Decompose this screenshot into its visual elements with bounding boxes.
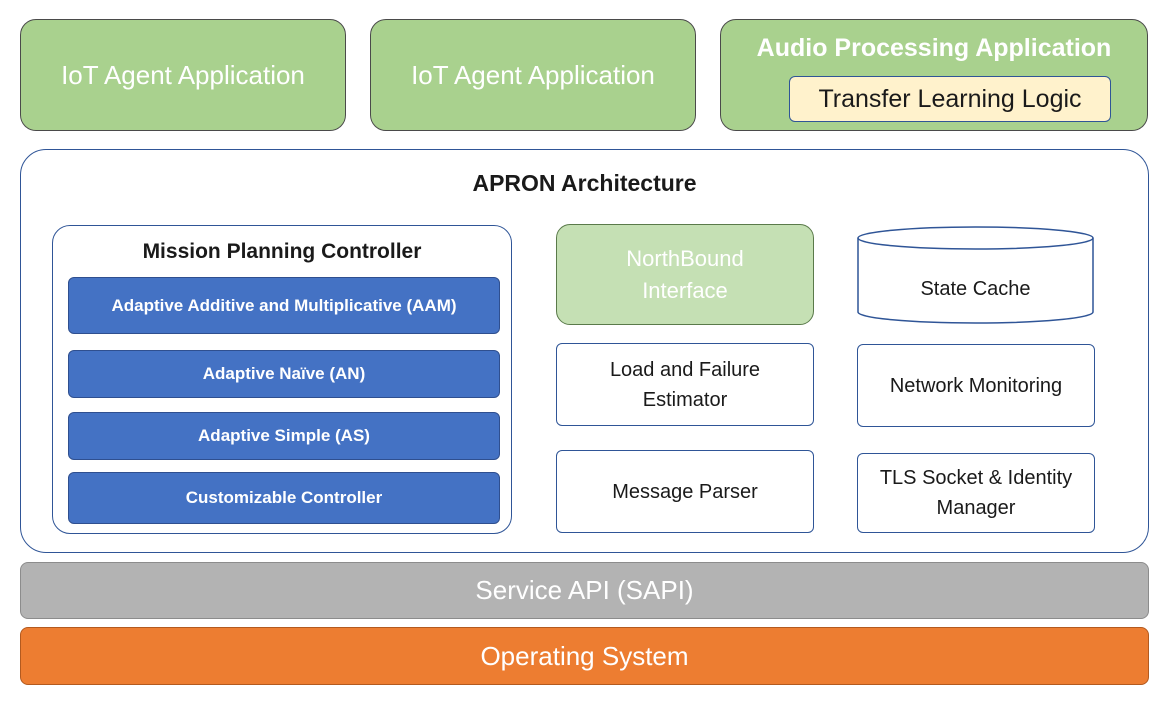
cylinder-shape: [857, 226, 1094, 324]
controller-aam-label: Adaptive Additive and Multiplicative (AA…: [111, 295, 457, 315]
controller-an-label: Adaptive Naïve (AN): [202, 364, 366, 383]
controller-customizable-label: Customizable Controller: [185, 488, 383, 507]
operating-system-label: Operating System: [480, 640, 689, 671]
message-parser: Message Parser: [556, 450, 814, 533]
iot-agent-application-1: IoT Agent Application: [20, 19, 346, 131]
iot-agent-application-2-label: IoT Agent Application: [411, 59, 655, 90]
load-failure-estimator-label: Load and Failure Estimator: [609, 358, 761, 411]
operating-system-layer: Operating System: [20, 627, 1149, 685]
controller-as-label: Adaptive Simple (AS): [198, 426, 370, 445]
service-api-layer: Service API (SAPI): [20, 562, 1149, 619]
audio-processing-application-label: Audio Processing Application: [756, 34, 1112, 62]
mission-planning-controller: Mission Planning Controller Adaptive Add…: [52, 225, 512, 534]
mission-planning-controller-title: Mission Planning Controller: [142, 240, 422, 263]
tls-identity-manager-label: TLS Socket & Identity Manager: [879, 467, 1073, 519]
network-monitoring: Network Monitoring: [857, 344, 1095, 427]
northbound-interface-label: NorthBound Interface: [626, 245, 744, 303]
message-parser-label: Message Parser: [612, 480, 758, 503]
service-api-label: Service API (SAPI): [475, 575, 694, 605]
transfer-learning-logic: Transfer Learning Logic: [789, 76, 1111, 122]
iot-agent-application-1-label: IoT Agent Application: [61, 59, 305, 90]
controller-aam: Adaptive Additive and Multiplicative (AA…: [68, 277, 500, 334]
controller-customizable: Customizable Controller: [68, 472, 500, 524]
apron-architecture-title: APRON Architecture: [472, 170, 697, 196]
controller-an: Adaptive Naïve (AN): [68, 350, 500, 398]
network-monitoring-label: Network Monitoring: [889, 374, 1063, 397]
state-cache: State Cache: [857, 226, 1094, 324]
state-cache-label: State Cache: [920, 278, 1031, 300]
tls-identity-manager: TLS Socket & Identity Manager: [857, 453, 1095, 533]
controller-as: Adaptive Simple (AS): [68, 412, 500, 460]
iot-agent-application-2: IoT Agent Application: [370, 19, 696, 131]
load-failure-estimator: Load and Failure Estimator: [556, 343, 814, 426]
apron-architecture: APRON Architecture Mission Planning Cont…: [20, 149, 1149, 553]
transfer-learning-logic-label: Transfer Learning Logic: [818, 84, 1082, 113]
audio-processing-application: Audio Processing Application Transfer Le…: [720, 19, 1148, 131]
northbound-interface: NorthBound Interface: [556, 224, 814, 325]
